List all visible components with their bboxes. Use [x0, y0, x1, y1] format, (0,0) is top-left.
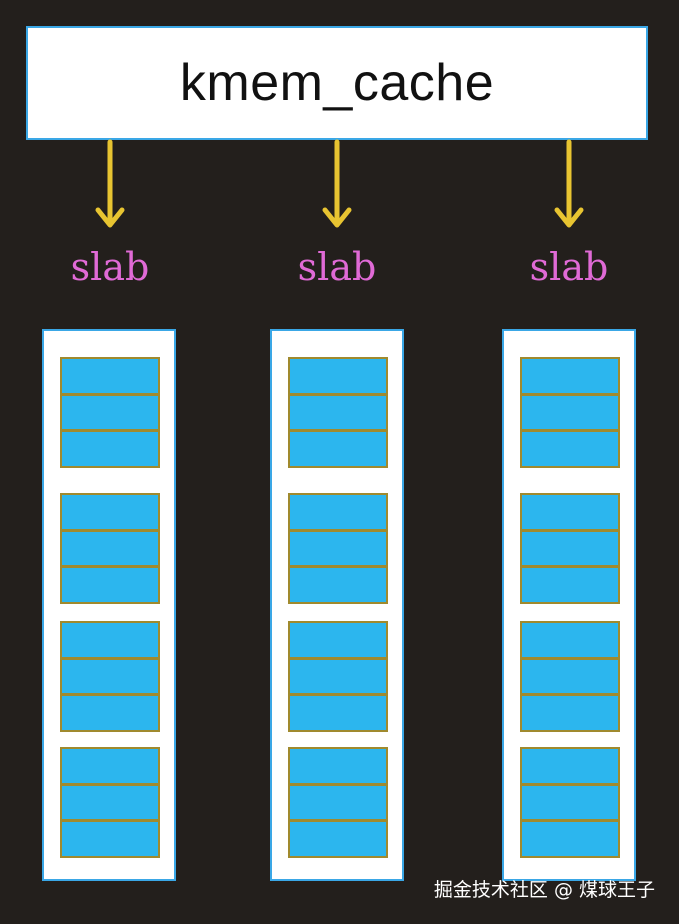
slab-object [522, 659, 618, 694]
object-group [288, 621, 388, 732]
slab-object [290, 696, 386, 731]
slab-column-1 [42, 329, 176, 881]
slab-object [522, 749, 618, 783]
object-group [60, 357, 160, 468]
kmem-cache-box: kmem_cache [26, 26, 648, 140]
object-group [60, 747, 160, 858]
object-group [288, 357, 388, 468]
slab-label-2: slab [297, 245, 377, 289]
arrow-slab-1 [95, 139, 125, 228]
slab-object [522, 395, 618, 430]
kmem-cache-title: kmem_cache [179, 54, 495, 112]
slab-object [290, 785, 386, 820]
object-group [60, 493, 160, 604]
slab-object [290, 495, 386, 529]
arrow-slab-2 [322, 139, 352, 228]
slab-object [62, 432, 158, 467]
slab-object [62, 785, 158, 820]
slab-object [290, 659, 386, 694]
object-group [520, 357, 620, 468]
slab-object [290, 359, 386, 393]
slab-object [522, 568, 618, 603]
slab-label-1: slab [70, 245, 150, 289]
slab-object [290, 432, 386, 467]
slab-object [62, 531, 158, 566]
slab-object [522, 822, 618, 857]
object-group [520, 493, 620, 604]
slab-object [522, 495, 618, 529]
slab-object [522, 696, 618, 731]
slab-object [522, 785, 618, 820]
slab-object [290, 623, 386, 657]
slab-object [290, 822, 386, 857]
slab-object [522, 531, 618, 566]
slab-object [62, 659, 158, 694]
arrow-slab-3 [554, 139, 584, 228]
object-group [288, 747, 388, 858]
slab-object [522, 359, 618, 393]
slab-object [290, 749, 386, 783]
slab-object [62, 749, 158, 783]
slab-object [522, 432, 618, 467]
slab-object [62, 822, 158, 857]
slab-object [62, 495, 158, 529]
slab-object [62, 696, 158, 731]
slab-object [62, 623, 158, 657]
object-group [288, 493, 388, 604]
slab-column-3 [502, 329, 636, 881]
slab-object [290, 531, 386, 566]
object-group [520, 621, 620, 732]
watermark-text: 掘金技术社区 @ 煤球王子 [433, 879, 655, 901]
object-group [60, 621, 160, 732]
slab-object [62, 568, 158, 603]
slab-column-2 [270, 329, 404, 881]
slab-label-3: slab [529, 245, 609, 289]
slab-object [522, 623, 618, 657]
slab-object [62, 359, 158, 393]
slab-object [290, 395, 386, 430]
slab-object [62, 395, 158, 430]
object-group [520, 747, 620, 858]
slab-object [290, 568, 386, 603]
